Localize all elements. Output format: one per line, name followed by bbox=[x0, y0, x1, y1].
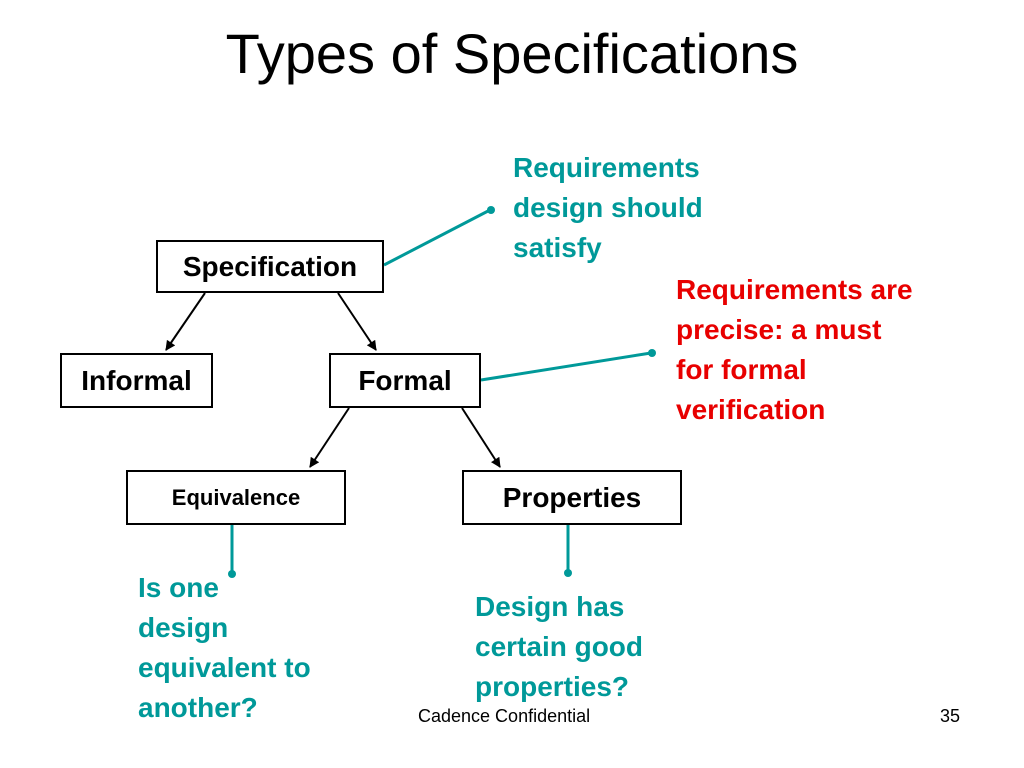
annotation-line: another? bbox=[138, 692, 258, 723]
arrow-spec-to-informal bbox=[165, 292, 206, 351]
node-specification: Specification bbox=[156, 240, 384, 293]
node-formal: Formal bbox=[329, 353, 481, 408]
annotation-precise: Requirements are precise: a must for for… bbox=[676, 270, 913, 430]
annotation-requirements: Requirements design should satisfy bbox=[513, 148, 703, 268]
callout-dot-equivalence bbox=[228, 570, 236, 578]
annotation-properties: Design has certain good properties? bbox=[475, 587, 643, 707]
annotation-line: verification bbox=[676, 394, 826, 425]
annotation-line: properties? bbox=[475, 671, 630, 702]
slide-title: Types of Specifications bbox=[225, 22, 799, 85]
annotation-line: design bbox=[138, 612, 229, 643]
arrow-formal-to-equivalence bbox=[309, 407, 350, 468]
annotation-equivalence-question: Is one design equivalent to another? bbox=[138, 568, 311, 728]
annotation-line: Requirements bbox=[513, 152, 700, 183]
slide-number: 35 bbox=[940, 706, 961, 726]
footer-confidential: Cadence Confidential bbox=[418, 706, 591, 726]
annotation-line: Design has bbox=[475, 591, 625, 622]
arrow-spec-to-formal bbox=[337, 292, 377, 351]
callout-dot-requirements bbox=[487, 206, 495, 214]
callout-line-precise bbox=[480, 351, 652, 382]
callout-dot-properties bbox=[564, 569, 572, 577]
node-informal: Informal bbox=[60, 353, 213, 408]
annotation-line: design should bbox=[513, 192, 703, 223]
annotation-line: certain good bbox=[475, 631, 644, 662]
annotation-line: Requirements are bbox=[676, 274, 913, 305]
annotation-line: precise: a must bbox=[676, 314, 882, 345]
annotation-line: for formal bbox=[676, 354, 807, 385]
node-equivalence: Equivalence bbox=[126, 470, 346, 525]
arrow-formal-to-properties bbox=[461, 407, 501, 468]
node-properties: Properties bbox=[462, 470, 682, 525]
annotation-line: Is one bbox=[138, 572, 219, 603]
annotation-line: satisfy bbox=[513, 232, 602, 263]
callout-line-requirements bbox=[383, 208, 491, 267]
callout-dot-precise bbox=[648, 349, 656, 357]
annotation-line: equivalent to bbox=[138, 652, 311, 683]
